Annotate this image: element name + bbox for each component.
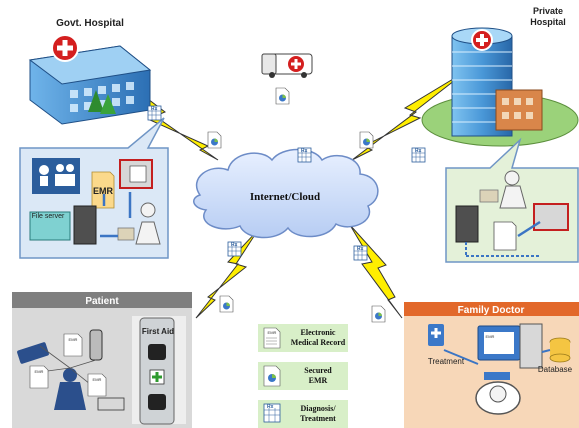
rx-grid-icon: [227, 241, 242, 257]
family-doctor-emr-tag: EMR: [486, 334, 495, 339]
pie-chart-document-icon: [371, 305, 386, 323]
rx-tag: Rx: [231, 242, 238, 248]
rx-grid-icon: [147, 105, 162, 121]
govt-hospital-building-icon: [28, 34, 152, 125]
pie-chart-document-icon: [207, 131, 222, 149]
private-hospital-emr-panel: [445, 137, 579, 263]
legend-item-secured-emr: [258, 362, 348, 390]
pie-chart-document-icon: [219, 295, 234, 313]
private-hospital-building-icon: [421, 27, 579, 147]
rx-tag: Rx: [151, 106, 158, 112]
ambulance-icon: [261, 53, 313, 78]
legend-diagnosis-line2: Treatment: [300, 414, 336, 423]
legend-emr-line1: Electronic: [301, 328, 336, 337]
govt-hospital-emr-panel: [19, 117, 169, 259]
rx-tag: Rx: [357, 246, 364, 252]
rx-grid-icon: [297, 147, 312, 163]
legend-emr-icon-text: EMR: [268, 330, 277, 335]
private-hospital-title-line1: Private: [533, 6, 563, 16]
legend-rx-icon-text: Rx: [267, 404, 274, 410]
pie-chart-document-icon: [275, 87, 290, 105]
treatment-label: Treatment: [428, 357, 465, 366]
legend-secured-line1: Secured: [304, 366, 332, 375]
patient-emr-tag-2: EMR: [69, 337, 78, 342]
patient-panel: [12, 292, 192, 428]
family-doctor-panel-title: Family Doctor: [458, 305, 525, 316]
govt-emr-label: EMR: [93, 186, 114, 196]
lightning-link-private: [351, 69, 469, 161]
lightning-link-patient: [195, 229, 259, 319]
patient-panel-title: Patient: [85, 296, 119, 307]
rx-tag: Rx: [415, 148, 422, 154]
legend-secured-line2: EMR: [309, 376, 328, 385]
patient-emr-tag-3: EMR: [93, 377, 102, 382]
lightning-link-family-doctor: [349, 224, 403, 319]
legend-item-emr: [258, 324, 348, 352]
file-server-label: File server: [32, 213, 65, 220]
rx-tag: Rx: [301, 148, 308, 154]
legend-item-diagnosis: [258, 400, 348, 428]
floating-data-icons: [147, 87, 426, 323]
first-aid-label: First Aid: [142, 327, 174, 336]
pie-chart-document-icon: [359, 131, 374, 149]
patient-emr-tag-1: EMR: [35, 369, 44, 374]
cloud-label: Internet/Cloud: [250, 191, 320, 203]
rx-grid-icon: [353, 245, 368, 261]
family-doctor-panel: [404, 302, 579, 428]
database-label: Database: [538, 365, 573, 374]
govt-hospital-title: Govt. Hospital: [56, 18, 124, 29]
rx-grid-icon: [411, 147, 426, 163]
legend: [258, 324, 348, 428]
internet-cloud: [193, 148, 379, 239]
legend-diagnosis-line1: Diagnosis/: [300, 404, 336, 413]
legend-emr-line2: Medical Record: [291, 338, 346, 347]
private-hospital-title-line2: Hospital: [530, 17, 566, 27]
